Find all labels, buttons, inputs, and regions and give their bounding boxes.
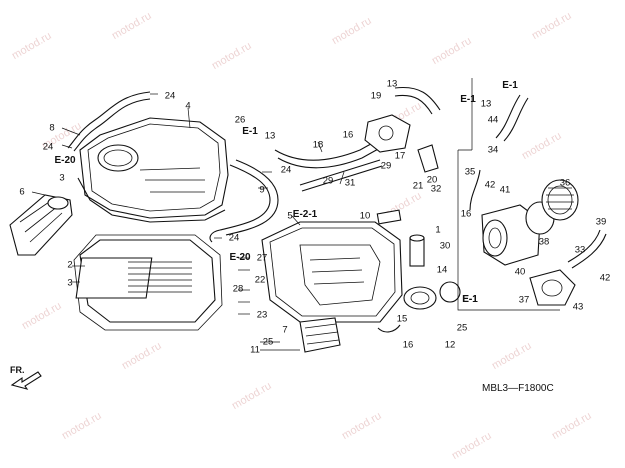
callout-24: 24	[228, 232, 240, 244]
hose-18	[274, 139, 379, 161]
callout-39: 39	[595, 216, 607, 228]
front-label: FR.	[10, 365, 25, 375]
oil-pipe-30	[409, 234, 425, 267]
callout-35: 35	[464, 166, 476, 178]
callout-25: 25	[262, 336, 274, 348]
oil-pan	[261, 221, 403, 323]
hose-35	[469, 169, 481, 211]
oil-cooler-assembly	[481, 179, 579, 266]
hose-44	[495, 94, 521, 139]
hose-39b	[571, 233, 607, 269]
ref-label-e-1: E-1	[242, 126, 258, 137]
hose-44b	[503, 97, 529, 142]
callout-32: 32	[430, 183, 442, 195]
callout-23: 23	[256, 309, 268, 321]
callout-16: 16	[342, 129, 354, 141]
callout-24: 24	[42, 141, 54, 153]
ref-label-e-1: E-1	[462, 294, 478, 305]
ref-label-e-1: E-1	[502, 80, 518, 91]
callout-13: 13	[480, 98, 492, 110]
callout-36: 36	[559, 177, 571, 189]
callout-26: 26	[234, 114, 246, 126]
breather-hose-9	[209, 164, 271, 243]
hose-19	[394, 86, 441, 111]
callout-10: 10	[359, 210, 371, 222]
breather-hose-8b	[73, 98, 151, 152]
hose-31	[299, 159, 381, 186]
bracket-21	[417, 144, 439, 173]
callout-41: 41	[499, 184, 511, 196]
callout-9: 9	[259, 184, 265, 196]
callout-7: 7	[282, 324, 288, 336]
callout-33: 33	[574, 244, 586, 256]
callout-43: 43	[572, 301, 584, 313]
leader-lines	[31, 93, 345, 351]
hose-39	[567, 229, 601, 263]
callout-2: 2	[67, 259, 73, 271]
callout-30: 30	[439, 240, 451, 252]
callout-31: 31	[344, 177, 356, 189]
callout-22: 22	[254, 274, 266, 286]
callout-12: 12	[444, 339, 456, 351]
ref-label-e-20: E-20	[54, 155, 76, 166]
ref-label-e-1: E-1	[460, 94, 476, 105]
callout-20: 20	[426, 174, 438, 186]
gasket-upper	[77, 177, 226, 223]
intake-duct	[9, 194, 73, 256]
callout-29: 29	[380, 160, 392, 172]
callout-27: 27	[256, 252, 268, 264]
ref-label-e-20: E-20	[229, 252, 251, 263]
callout-3: 3	[67, 277, 73, 289]
callout-16: 16	[402, 339, 414, 351]
callout-37: 37	[518, 294, 530, 306]
callout-25: 25	[456, 322, 468, 334]
callout-18: 18	[312, 139, 324, 151]
callout-24: 24	[164, 90, 176, 102]
callout-13: 13	[386, 78, 398, 90]
right-panel-frame	[457, 150, 560, 311]
callout-28: 28	[232, 283, 244, 295]
callout-11: 11	[250, 344, 260, 356]
breather-hose-8	[67, 91, 151, 149]
air-cleaner-upper-housing	[79, 117, 229, 219]
callout-21: 21	[412, 180, 424, 192]
callout-13: 13	[264, 130, 276, 142]
filter-cover-37	[529, 269, 576, 306]
callout-1: 1	[435, 224, 441, 236]
air-filter-element	[73, 234, 223, 331]
front-arrow	[10, 371, 42, 390]
diagram-code: MBL3—F1800C	[482, 383, 554, 394]
breather-hose-9b	[225, 159, 279, 236]
top-right-frame	[458, 78, 473, 151]
callout-38: 38	[538, 236, 550, 248]
callout-19: 19	[370, 90, 382, 102]
callout-14: 14	[436, 264, 448, 276]
callout-42: 42	[484, 179, 496, 191]
oil-strainer	[403, 281, 461, 310]
callout-15: 15	[396, 313, 408, 325]
ref-label-e-2-1: E-2-1	[292, 209, 318, 220]
connecting-boot-7	[299, 317, 341, 353]
callout-4: 4	[185, 100, 191, 112]
callout-24: 24	[280, 164, 292, 176]
callout-29: 29	[322, 175, 334, 187]
callout-17: 17	[394, 150, 406, 162]
ref-label-e-1: E-1	[462, 294, 478, 305]
callout-5: 5	[287, 210, 293, 222]
callout-6: 6	[19, 186, 25, 198]
callout-34: 34	[487, 144, 499, 156]
pair-valve	[364, 114, 411, 153]
callout-44: 44	[487, 114, 499, 126]
gasket-10	[376, 209, 402, 225]
callout-40: 40	[514, 266, 526, 278]
callout-42: 42	[599, 272, 611, 284]
callout-3: 3	[59, 172, 65, 184]
hose-18b	[277, 147, 381, 169]
callout-8: 8	[49, 122, 55, 134]
hose-15	[377, 324, 401, 333]
hose-19b	[394, 94, 433, 115]
callout-16: 16	[460, 208, 472, 220]
